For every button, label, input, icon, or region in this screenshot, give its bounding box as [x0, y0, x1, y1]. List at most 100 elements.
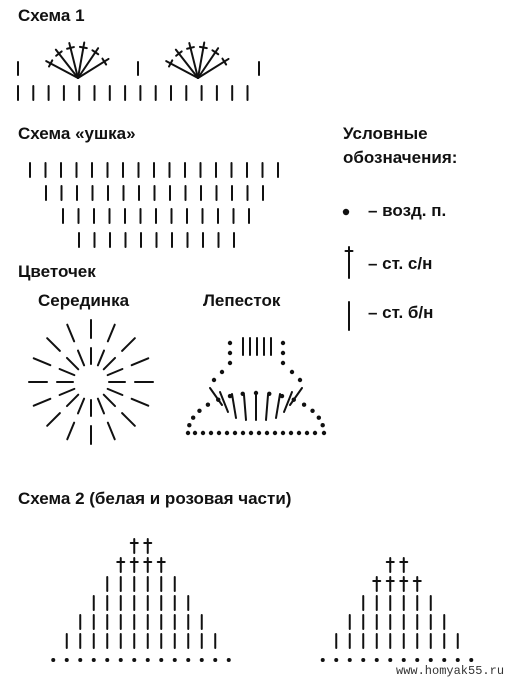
center-ray-stitch-mark	[46, 412, 61, 427]
petal-base-chain-mark	[264, 430, 270, 436]
scheme2-right-base-chain-mark	[401, 658, 406, 662]
petal-outer-chain-mark	[310, 408, 315, 413]
scheme2-right-base-chain-mark	[347, 658, 352, 662]
fan-double-crochet-mark	[45, 60, 79, 79]
petal-stitch-mark	[289, 387, 303, 406]
petal-outer-chain-mark	[205, 402, 211, 407]
scheme2-left-base-chain-mark	[51, 658, 56, 662]
scheme2-left-base-chain-mark	[159, 658, 164, 662]
petal-outer-chain-mark	[279, 393, 285, 399]
petal-stitch-mark	[219, 391, 229, 413]
center-ray-stitch-mark	[66, 323, 76, 343]
scheme2-left-base-chain-mark	[172, 658, 177, 662]
legend-symbols	[342, 208, 354, 331]
petal-outer-chain-mark	[301, 402, 307, 407]
center-ring-chain-mark	[94, 387, 98, 391]
center-chain-stitch-mark	[89, 380, 94, 385]
scheme2-right-base-chain-mark	[428, 658, 433, 662]
scheme2-drawing	[51, 538, 474, 662]
scheme2-title: Схема 2 (белая и розовая части)	[18, 489, 292, 508]
legend-item-single-label: – ст. б/н	[368, 303, 434, 322]
petal-base-chain-mark	[208, 430, 214, 436]
scheme2-right-base-chain-mark	[442, 658, 447, 662]
fan-double-crochet-crossbar	[186, 46, 195, 50]
petal-base-chain-mark	[256, 430, 262, 436]
petal-side-chain-mark	[227, 360, 233, 366]
center-ray-stitch-mark	[76, 349, 86, 367]
legend-item-double-label: – ст. с/н	[368, 254, 433, 273]
fan-double-crochet-crossbar	[221, 57, 228, 66]
petal-title: Лепесток	[203, 291, 281, 310]
center-ring-chain-mark	[87, 389, 91, 393]
fan-double-crochet-mark	[77, 41, 86, 79]
center-ring-chain-mark	[96, 375, 100, 379]
scheme2-right-base-chain-mark	[415, 658, 420, 662]
legend-item-chain-label: – возд. п.	[368, 201, 447, 220]
center-ray-stitch-mark	[96, 397, 106, 415]
center-ring-chain-mark	[82, 385, 86, 389]
petal-side-chain-mark	[280, 360, 286, 366]
petal-outer-chain-mark	[190, 415, 196, 420]
center-ray-stitch-mark	[121, 337, 136, 352]
petal-side-chain-mark	[227, 350, 233, 356]
scheme2-right-base-chain-mark	[374, 658, 379, 662]
petal-base-chain-mark	[216, 430, 222, 436]
ears-scheme-drawing	[29, 162, 279, 248]
petal-side-chain-mark	[289, 369, 295, 375]
ears-scheme-title: Схема «ушка»	[18, 124, 136, 143]
petal-outer-chain-mark	[253, 390, 259, 396]
scheme2-left-base-chain-mark	[213, 658, 218, 662]
scheme2-left-base-chain-mark	[118, 658, 123, 662]
flower-title: Цветочек	[18, 262, 96, 281]
center-ray-stitch-mark	[65, 356, 80, 371]
petal-base-chain-mark	[280, 430, 286, 436]
fan-double-crochet-crossbar	[66, 46, 75, 50]
petal-stitch-mark	[243, 394, 247, 421]
fan-double-crochet-crossbar	[167, 59, 174, 68]
petal-stitch-mark	[275, 393, 281, 419]
fan-double-crochet-crossbar	[78, 45, 88, 50]
center-ray-stitch-mark	[58, 387, 76, 397]
scheme2-left-base-chain-mark	[64, 658, 69, 662]
fan-double-crochet-mark	[197, 41, 206, 79]
petal-side-chain-mark	[297, 377, 303, 383]
scheme2-left-base-chain-mark	[199, 658, 204, 662]
scheme2-right-base-chain-mark	[388, 658, 393, 662]
petal-stitch-mark	[283, 391, 293, 413]
petal-outer-chain-mark	[320, 422, 325, 428]
scheme2-right-base-chain-mark	[334, 658, 339, 662]
center-ray-stitch-mark	[32, 357, 52, 367]
scheme2-right-base-chain-mark	[469, 658, 474, 662]
petal-outer-chain-mark	[227, 393, 233, 399]
petal-side-chain-mark	[280, 340, 286, 346]
center-ray-stitch-mark	[58, 367, 76, 377]
scheme1-drawing	[17, 41, 260, 101]
fan-double-crochet-crossbar	[211, 49, 220, 56]
petal-outer-chain-mark	[321, 430, 327, 436]
petal-base-chain-mark	[296, 430, 302, 436]
scheme1-title: Схема 1	[18, 6, 85, 25]
petal-outer-chain-mark	[316, 415, 322, 420]
scheme2-right-base-chain-mark	[320, 658, 325, 662]
fan-double-crochet-crossbar	[91, 49, 100, 56]
petal-base-chain-mark	[232, 430, 238, 436]
petal-base-chain-mark	[200, 430, 206, 436]
site-watermark: www.homyak55.ru	[396, 664, 505, 678]
center-ray-stitch-mark	[102, 356, 117, 371]
dot-icon	[342, 208, 350, 216]
center-ray-stitch-mark	[46, 337, 61, 352]
petal-outer-chain-mark	[197, 408, 202, 413]
center-ray-stitch-mark	[96, 349, 106, 367]
scheme2-right-base-chain-mark	[361, 658, 366, 662]
legend-title-line1: Условные	[343, 124, 428, 143]
scheme2-left-base-chain-mark	[105, 658, 110, 662]
legend-title-line2: обозначения:	[343, 148, 458, 167]
flower-center-drawing	[28, 319, 154, 445]
center-ring-chain-mark	[80, 378, 84, 382]
fan-double-crochet-crossbar	[198, 45, 208, 50]
fan-double-crochet-mark	[68, 42, 79, 79]
petal-base-chain-mark	[272, 430, 278, 436]
petal-side-chain-mark	[219, 369, 225, 375]
petal-base-chain-mark	[312, 430, 318, 436]
scheme2-left-base-chain-mark	[132, 658, 137, 662]
